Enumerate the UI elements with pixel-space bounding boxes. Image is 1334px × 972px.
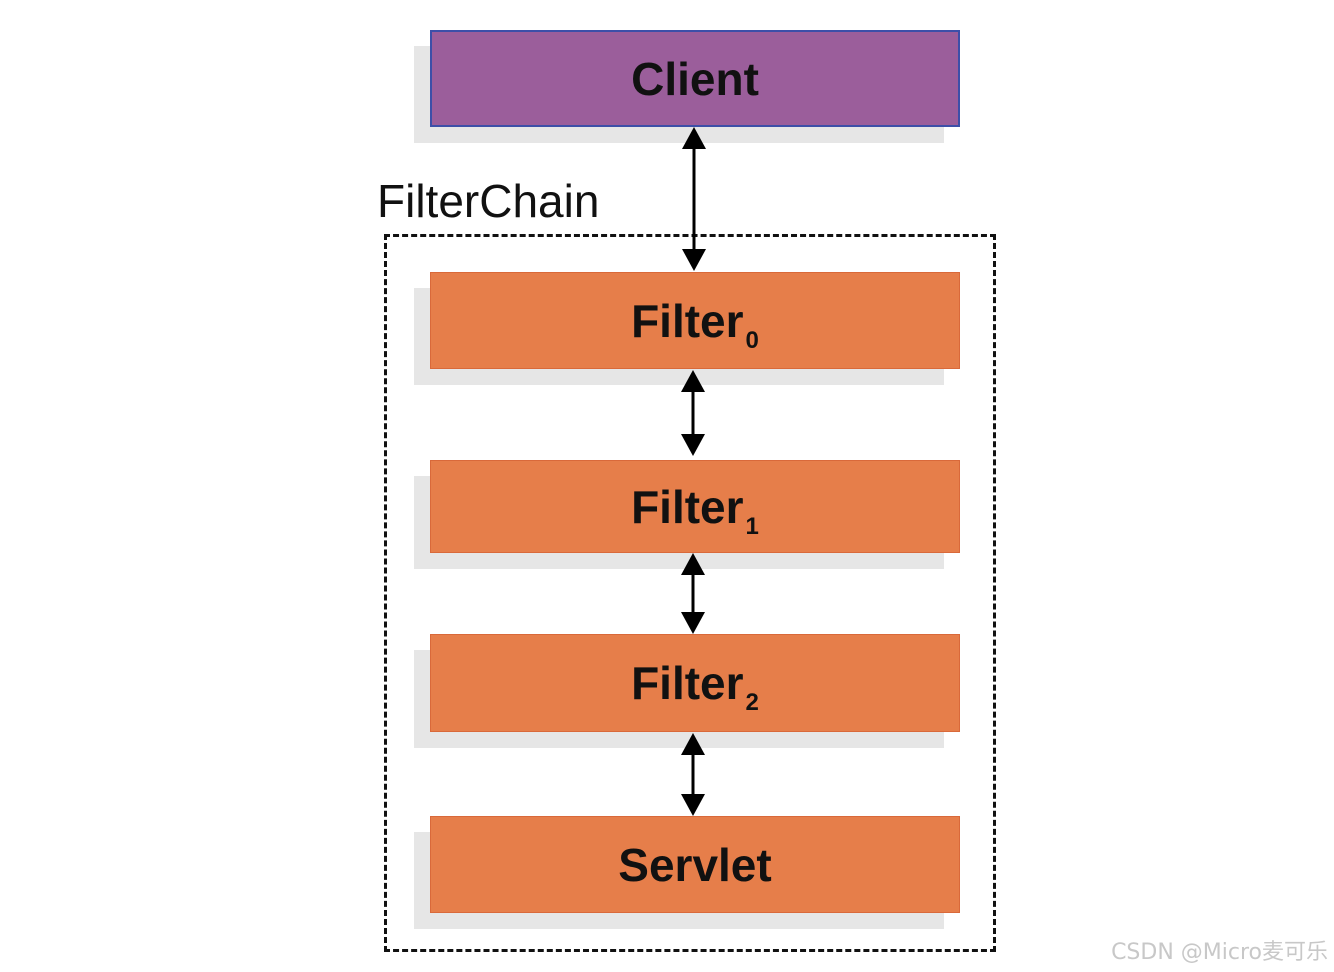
filter-0-subscript: 0	[745, 326, 759, 354]
filter-0-label: Filter	[631, 294, 744, 347]
arrow-filter0-filter1	[681, 370, 705, 456]
filter-2-label: Filter	[631, 657, 744, 709]
filter-1-subscript: 1	[745, 512, 759, 540]
arrow-client-filter0	[682, 127, 706, 271]
csdn-watermark: CSDN @Micro麦可乐	[1111, 940, 1328, 965]
filter-2-subscript: 2	[745, 689, 759, 716]
filter-chain-label: FilterChain	[377, 175, 600, 227]
servlet-box: Servlet	[430, 816, 960, 913]
filter-chain-frame	[384, 234, 996, 952]
client-box: Client	[430, 30, 960, 127]
arrow-filter1-filter2	[681, 553, 705, 634]
filter-1-label: Filter	[631, 480, 744, 533]
client-label: Client	[631, 52, 759, 105]
servlet-label: Servlet	[618, 838, 772, 891]
arrow-filter2-servlet	[681, 733, 705, 816]
